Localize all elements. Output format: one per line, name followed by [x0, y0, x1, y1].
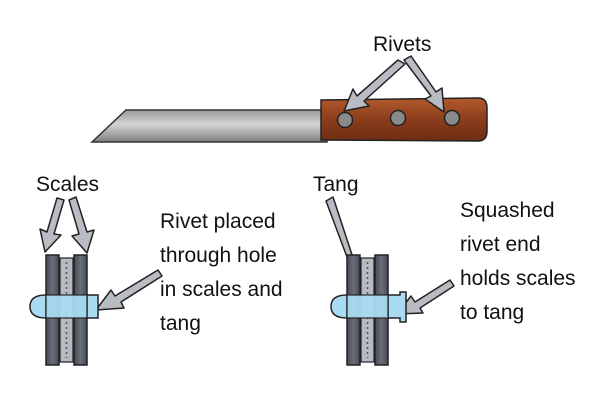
arrow-icon	[68, 196, 95, 254]
arrow-icon	[403, 55, 445, 113]
knife	[90, 97, 488, 143]
arrow-icon	[396, 279, 455, 315]
label-rivets: Rivets	[373, 33, 431, 56]
label-tang: Tang	[313, 173, 359, 196]
label-line: rivet end	[460, 233, 541, 256]
rivet-through-hole	[346, 294, 389, 319]
arrow-icon	[343, 59, 406, 112]
arrow-icon	[95, 269, 163, 311]
cross-section-before	[29, 254, 99, 366]
label-line: through hole	[160, 244, 277, 267]
label-line: tang	[160, 312, 201, 335]
arrow-icon	[39, 197, 65, 253]
arrows	[39, 55, 455, 315]
rivet-through-hole	[45, 294, 88, 319]
label-scales: Scales	[36, 173, 99, 196]
label-rivet-placed: Rivet placed through hole in scales and …	[160, 210, 283, 335]
rivet-head-left	[336, 111, 354, 129]
rivet-head-middle	[389, 109, 407, 127]
label-line: holds scales	[460, 267, 576, 290]
label-line: to tang	[460, 301, 524, 324]
label-squashed: Squashed rivet end holds scales to tang	[460, 199, 576, 324]
knife-blade	[90, 109, 328, 143]
label-line: Squashed	[460, 199, 555, 222]
label-line: in scales and	[160, 278, 283, 301]
label-line: Rivet placed	[160, 210, 276, 233]
cross-section-after	[330, 254, 407, 366]
rivet-head-right	[443, 109, 461, 127]
